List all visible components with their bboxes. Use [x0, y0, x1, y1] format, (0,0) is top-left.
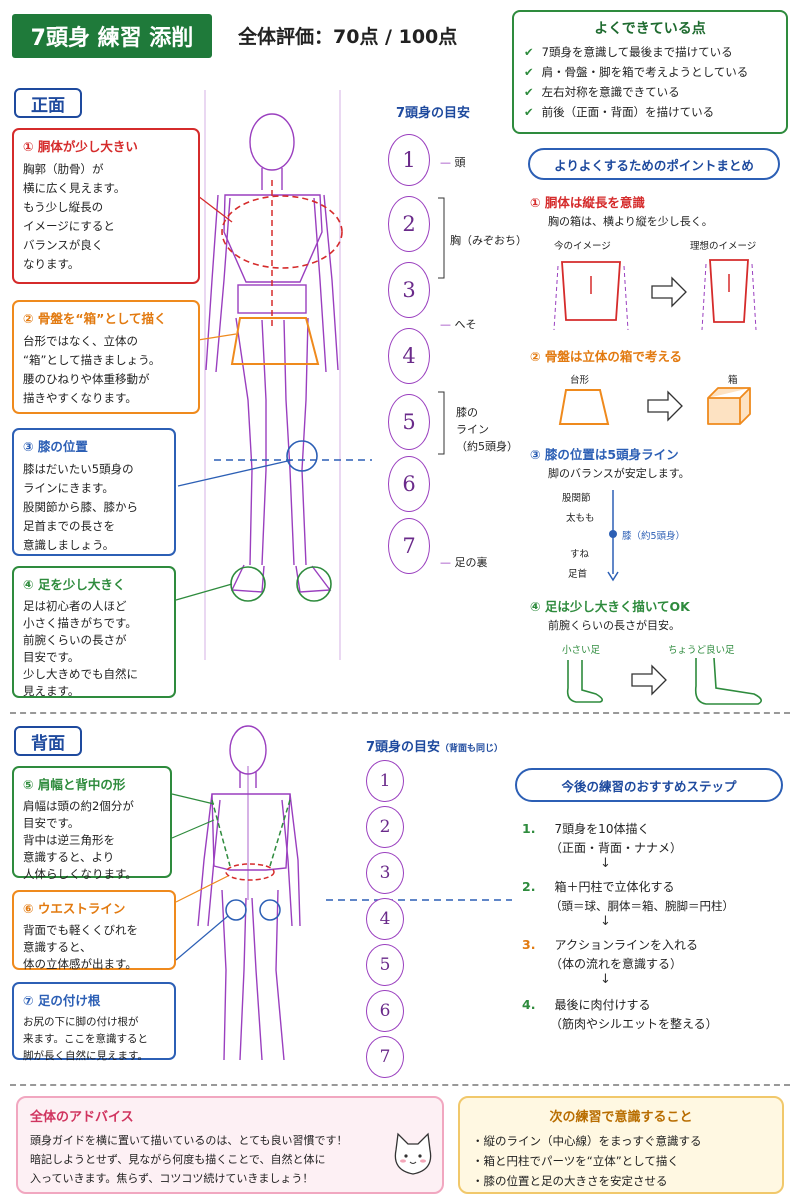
point-1-text: 胸の箱は、横より縦を少し長く。: [548, 215, 713, 228]
leg-label-hip: 股関節: [562, 493, 591, 504]
overall-score: 全体評価：70点 / 100点: [238, 26, 458, 48]
point-2-trapezoid-label: 台形: [570, 375, 590, 386]
torso-highlight: [221, 195, 343, 269]
point-3-title: ③ 膝の位置は5頭身ライン: [530, 447, 679, 462]
comment-knee: ③ 膝の位置 膝はだいたい5頭身のラインにきます。股関節から膝、膝から足首までの…: [12, 428, 176, 556]
guide-label-navel: — へそ: [440, 318, 477, 331]
page-title: 7頭身 練習 添削: [12, 14, 212, 58]
pelvis-comparison-drawing: [558, 387, 751, 425]
point-1-title: ① 胴体は縦長を意識: [530, 195, 645, 210]
step-3: 3. アクションラインを入れる （体の流れを意識する）: [522, 937, 698, 971]
arrow-down-icon: ↓: [600, 972, 611, 987]
point-3-text: 脚のバランスが安定します。: [548, 467, 690, 480]
good-points-title: よくできている点: [594, 21, 706, 37]
guide-label-sole: — 足の裏: [440, 556, 488, 569]
back-head-count-1: 1: [366, 760, 404, 802]
point-4-text: 前腕くらいの長さが目安。: [548, 619, 680, 632]
head-count-5: 5: [388, 394, 430, 450]
leg-label-thigh: 太もも: [566, 513, 595, 524]
leg-label-ankle: 足首: [568, 569, 588, 580]
leg-label-knee: 膝（約5頭身）: [622, 531, 686, 542]
head-count-6: 6: [388, 456, 430, 512]
comment-waist: ⑥ ウエストライン 背面でも軽くくびれを意識すると、体の立体感が出ます。: [12, 890, 176, 971]
head-count-1: 1: [388, 134, 430, 186]
comment-torso: ① 胴体が少し大きい 胸郭（肋骨）が横に広く見えます。もう少し縦長のイメージにす…: [12, 128, 200, 284]
arrow-down-icon: ↓: [600, 856, 611, 871]
head-count-2: 2: [388, 196, 430, 252]
good-points-box: よくできている点 ✔7頭身を意識して最後まで描けている ✔肩・骨盤・脚を箱で考え…: [512, 10, 788, 134]
head-count-4: 4: [388, 328, 430, 384]
comment-hip-joint: ⑦ 足の付け根 お尻の下に脚の付け根が来ます。ここを意識すると脚が長く自然に見え…: [12, 982, 176, 1062]
front-figure-drawing: [175, 90, 372, 660]
steps-header: 今後の練習のおすすめステップ: [515, 768, 783, 802]
guide-label-head: — 頭: [440, 156, 466, 169]
back-head-count-7: 7: [366, 1036, 404, 1078]
good-point-item: ✔7頭身を意識して最後まで描けている: [524, 42, 776, 62]
check-icon: ✔: [524, 85, 534, 99]
knee-highlight: [286, 440, 318, 472]
arrow-right-icon: [631, 664, 667, 696]
good-point-item: ✔肩・骨盤・脚を箱で考えようとしている: [524, 62, 776, 82]
arrow-right-icon: [651, 276, 687, 308]
point-4-small-foot-label: 小さい足: [562, 645, 601, 656]
overall-advice-box: 全体のアドバイス 頭身ガイドを横に置いて描いているのは、とても良い習慣です！ 暗…: [16, 1096, 444, 1194]
step-1: 1. 7頭身を10体描く （正面・背面・ナナメ）: [522, 821, 683, 855]
point-1-ideal-label: 理想のイメージ: [690, 241, 757, 252]
head-count-7: 7: [388, 518, 430, 574]
section-divider: [10, 1084, 790, 1086]
guide-label-knee: 膝のライン（約5頭身）: [456, 406, 518, 453]
section-divider: [10, 712, 790, 714]
torso-comparison-drawing: [553, 259, 757, 331]
back-head-count-4: 4: [366, 898, 404, 940]
point-4-title: ④ 足は少し大きく描いてOK: [530, 599, 690, 614]
point-1-now-label: 今のイメージ: [554, 241, 611, 252]
foot-comparison-drawing: [566, 657, 762, 705]
back-figure-drawing: [171, 725, 512, 1061]
point-4-good-foot-label: ちょうど良い足: [668, 645, 735, 656]
guide-label-chest: 胸（みぞおち）: [450, 234, 527, 247]
comment-shoulders: ⑤ 肩幅と背中の形 肩幅は頭の約2個分が目安です。背中は逆三角形を意識すると、よ…: [12, 766, 172, 881]
good-point-item: ✔前後（正面・背面）を描けている: [524, 102, 776, 122]
comment-pelvis: ② 骨盤を“箱”として描く 台形ではなく、立体の“箱”として描きましょう。腰のひ…: [12, 300, 200, 414]
guide-brackets: [438, 197, 445, 455]
figure-head: [249, 113, 295, 171]
back-head-count-2: 2: [366, 806, 404, 848]
front-tag: 正面: [14, 88, 82, 118]
back-head-count-3: 3: [366, 852, 404, 894]
back-guide-title: 7頭身の目安（背面も同じ）: [366, 740, 504, 755]
check-icon: ✔: [524, 65, 534, 79]
foot-highlight-right: [296, 566, 332, 602]
head-count-3: 3: [388, 262, 430, 318]
good-point-item: ✔左右対称を意識できている: [524, 82, 776, 102]
point-2-title: ② 骨盤は立体の箱で考える: [530, 349, 683, 364]
check-icon: ✔: [524, 45, 534, 59]
back-head-count-5: 5: [366, 944, 404, 986]
back-head-count-6: 6: [366, 990, 404, 1032]
points-header: よりよくするためのポイントまとめ: [528, 148, 780, 180]
back-tag: 背面: [14, 726, 82, 756]
point-2-box-label: 箱: [728, 375, 738, 386]
foot-highlight-left: [230, 566, 266, 602]
arrow-down-icon: ↓: [600, 914, 611, 929]
figure-torso: [223, 194, 323, 283]
check-icon: ✔: [524, 105, 534, 119]
next-practice-box: 次の練習で意識すること ・縦のライン（中心線）をまっすぐ意識する ・箱と円柱でパ…: [458, 1096, 784, 1194]
pelvis-highlight: [230, 317, 320, 365]
step-2: 2. 箱＋円柱で立体化する （頭＝球、胴体＝箱、腕脚＝円柱）: [522, 879, 734, 913]
step-4: 4. 最後に肉付けする （筋肉やシルエットを整える）: [522, 997, 718, 1031]
comment-feet: ④ 足を少し大きく 足は初心者の人ほど小さく描きがちです。前腕くらいの長さが目安…: [12, 566, 176, 698]
front-guide-title: 7頭身の目安: [396, 106, 471, 121]
cat-icon: [394, 1132, 432, 1175]
arrow-right-icon: [647, 390, 683, 422]
leg-label-shin: すね: [570, 549, 590, 560]
leg-line-diagram: [607, 490, 619, 582]
